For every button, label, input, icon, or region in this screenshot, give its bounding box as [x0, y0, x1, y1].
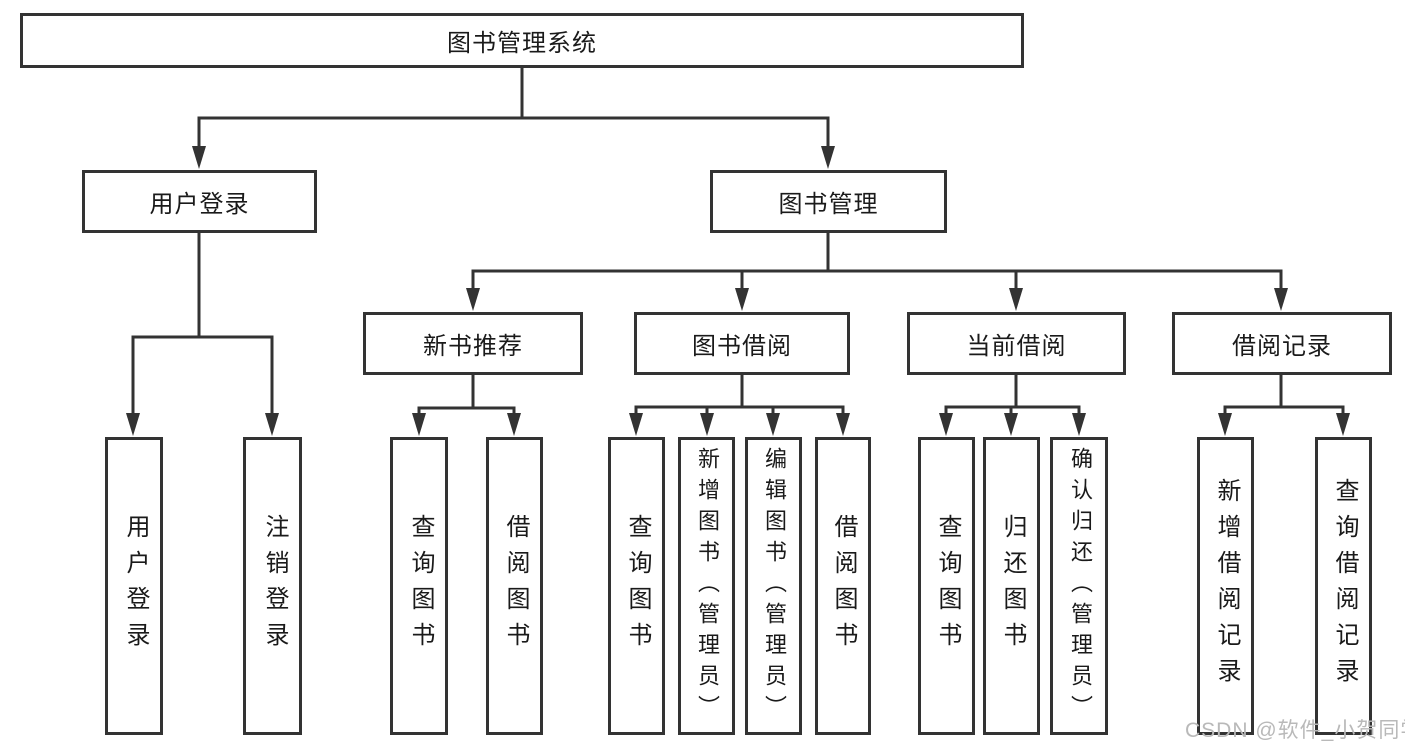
- leaf-query-borrow-record: 查询借阅记录: [1315, 437, 1372, 735]
- leaf-borrow-books-recommend: 借阅图书: [486, 437, 543, 735]
- leaf-edit-book-admin: 编辑图书（管理员）: [745, 437, 802, 735]
- leaf-return-book: 归还图书: [983, 437, 1040, 735]
- leaf-add-book-admin: 新增图书（管理员）: [678, 437, 735, 735]
- node-library-management-system: 图书管理系统: [20, 13, 1024, 68]
- node-book-borrow: 图书借阅: [634, 312, 850, 375]
- leaf-query-books-recommend: 查询图书: [390, 437, 448, 735]
- leaf-query-books-borrow: 查询图书: [608, 437, 665, 735]
- leaf-query-books-current: 查询图书: [918, 437, 975, 735]
- node-borrow-record: 借阅记录: [1172, 312, 1392, 375]
- leaf-confirm-return-admin: 确认归还（管理员）: [1050, 437, 1108, 735]
- node-user-login: 用户登录: [82, 170, 317, 233]
- node-book-management: 图书管理: [710, 170, 947, 233]
- arrowheads: [126, 146, 1350, 436]
- leaf-borrow-books: 借阅图书: [815, 437, 871, 735]
- node-new-book-recommend: 新书推荐: [363, 312, 583, 375]
- leaf-add-borrow-record: 新增借阅记录: [1197, 437, 1254, 735]
- node-current-borrow: 当前借阅: [907, 312, 1126, 375]
- leaf-logout-login: 注销登录: [243, 437, 302, 735]
- csdn-watermark: CSDN @软件_小贺同学: [1185, 719, 1405, 742]
- leaf-user-login: 用户登录: [105, 437, 163, 735]
